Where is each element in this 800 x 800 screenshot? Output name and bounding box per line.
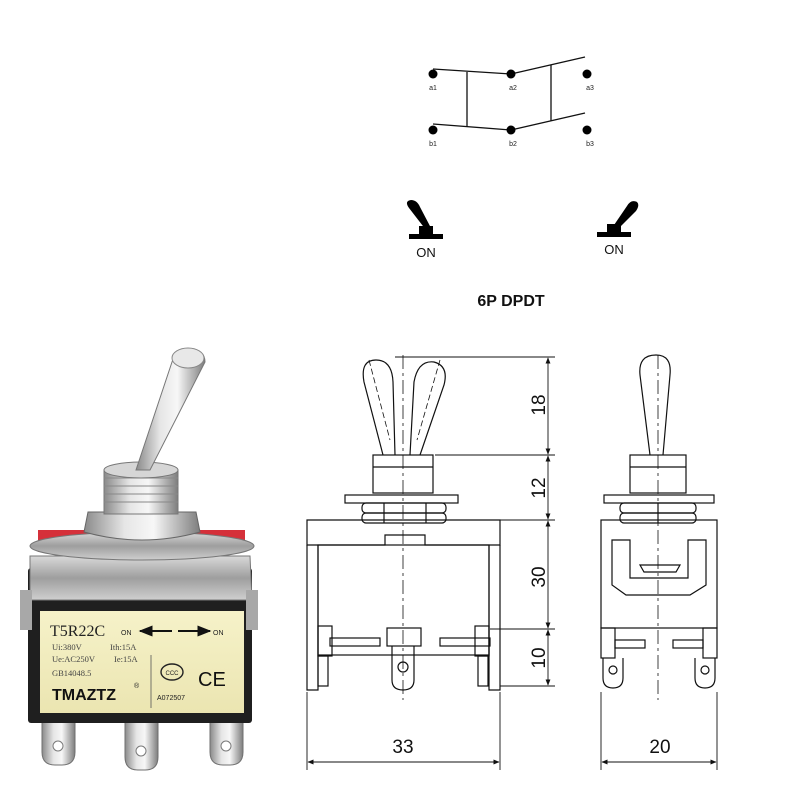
brand-name: TMAZTZ (52, 687, 116, 704)
toggle-left-position-icon (406, 200, 443, 239)
pin-label-b1: b1 (429, 141, 437, 148)
spec-ui: Ui:380V (52, 642, 83, 652)
product-arrow-left-label: ON (121, 630, 132, 637)
dim-lever-height: 18 (529, 394, 550, 415)
dim-bushing-height: 12 (529, 477, 550, 498)
spec-ith: Ith:15A (110, 642, 137, 652)
terminal-lugs (41, 717, 244, 771)
brand-registered-mark: ® (134, 682, 140, 690)
position-left-label: ON (416, 245, 436, 260)
ce-mark: CE (198, 669, 226, 691)
dim-terminal-height: 10 (529, 647, 550, 668)
pin-label-a1: a1 (429, 85, 437, 92)
toggle-right-position-icon (597, 201, 639, 237)
ccc-mark-icon: CCC (160, 663, 184, 681)
spec-standard: GB14048.5 (52, 668, 91, 678)
cert-code: A072507 (157, 695, 185, 702)
position-right-label: ON (604, 242, 624, 257)
dim-body-height: 30 (529, 566, 550, 587)
pin-label-a2: a2 (509, 85, 517, 92)
dpdt-schematic (432, 56, 586, 131)
side-view-drawing (600, 354, 718, 700)
ccc-mark-text: CCC (166, 671, 180, 677)
schematic-contacts (428, 69, 592, 135)
product-model: T5R22C (50, 623, 105, 640)
switch-type-title: 6P DPDT (477, 293, 545, 310)
spec-ue: Ue:AC250V (52, 654, 96, 664)
pin-label-a3: a3 (586, 85, 594, 92)
product-arrow-right-label: ON (213, 630, 224, 637)
pin-label-b3: b3 (586, 141, 594, 148)
dim-side-width: 20 (649, 737, 670, 758)
dimension-lines (306, 356, 718, 770)
front-view-drawing (306, 355, 501, 700)
spec-ie: Ie:15A (114, 654, 138, 664)
product-photo (20, 347, 258, 771)
dim-front-width: 33 (392, 737, 413, 758)
pin-label-b2: b2 (509, 141, 517, 148)
